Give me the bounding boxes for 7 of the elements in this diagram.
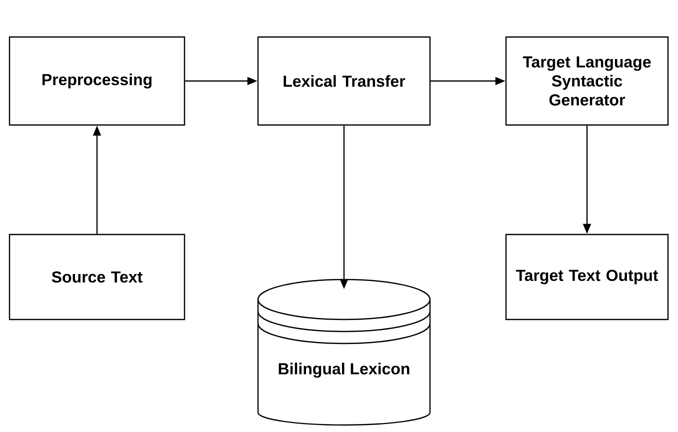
process-box: Lexical Transfer <box>257 36 431 126</box>
process-box: Target Text Output <box>505 234 669 320</box>
node-label: Bilingual Lexicon <box>278 362 410 378</box>
process-box: Source Text <box>8 234 186 320</box>
process-box: Preprocessing <box>8 36 186 126</box>
database-cylinder: Bilingual Lexicon <box>257 278 431 426</box>
process-box: Target Language Syntactic Generator <box>505 36 669 126</box>
